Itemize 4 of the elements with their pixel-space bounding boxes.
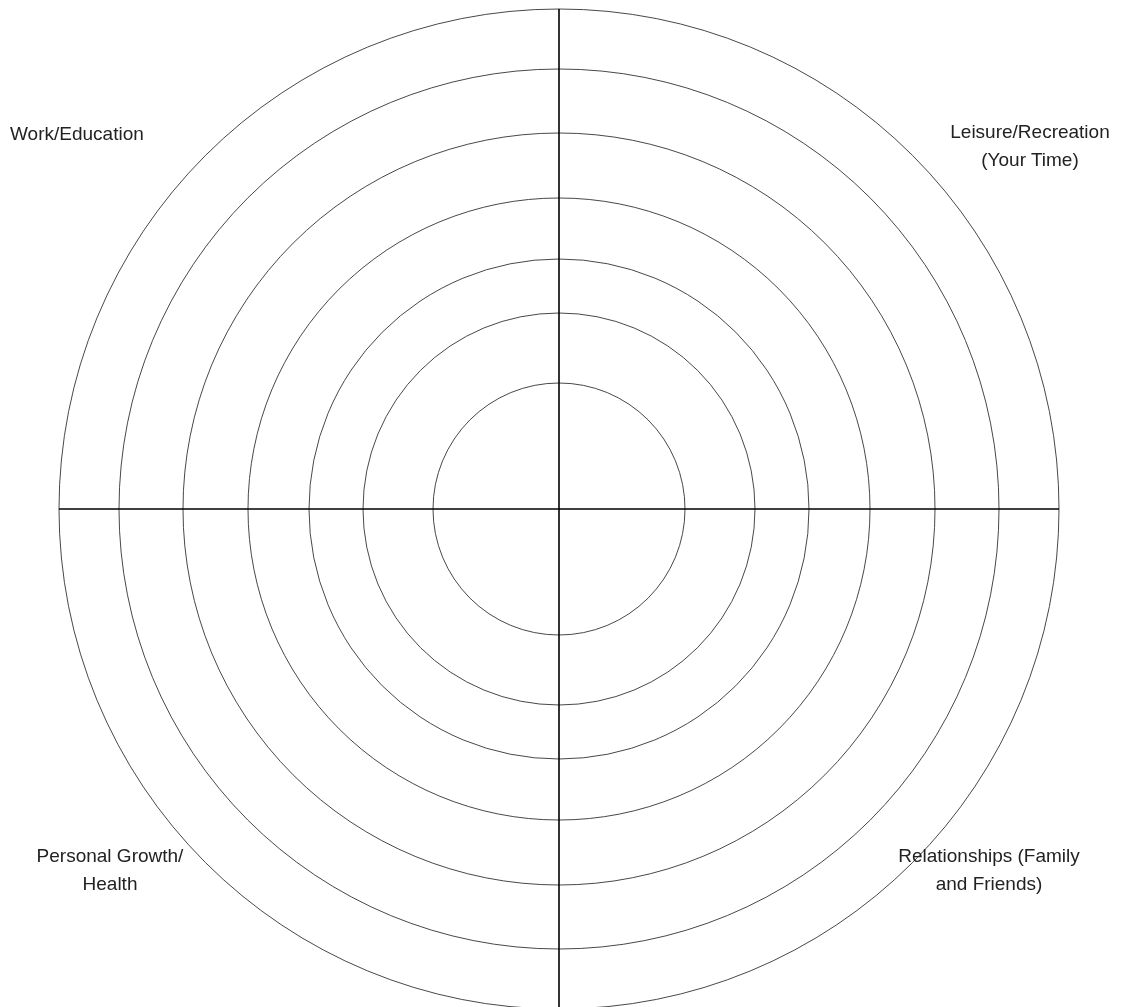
quadrant-label: Personal Growth/ Health xyxy=(35,844,185,896)
quadrant-label: Leisure/Recreation (Your Time) xyxy=(949,120,1111,172)
quadrant-label: Work/Education xyxy=(10,122,145,146)
quadrant-label: Relationships (Family and Friends) xyxy=(897,844,1081,896)
